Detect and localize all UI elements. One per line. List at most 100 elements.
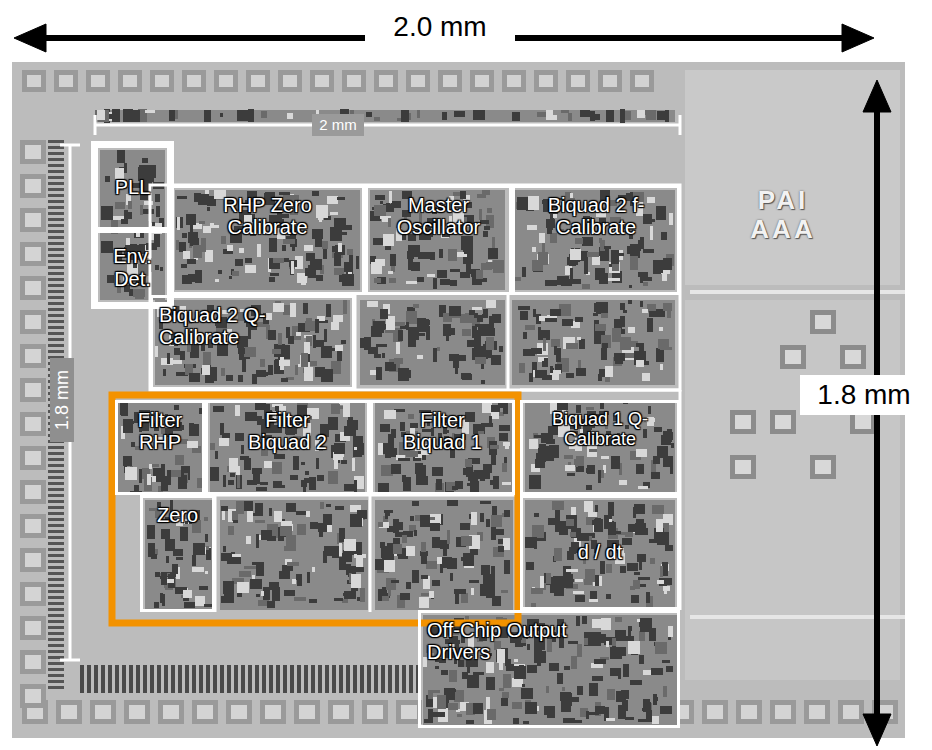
circuit-detail	[400, 422, 405, 431]
circuit-detail	[382, 596, 389, 601]
bond-pad	[158, 700, 184, 724]
circuit-detail	[533, 309, 536, 317]
circuit-detail	[543, 338, 546, 351]
circuit-detail	[310, 361, 317, 366]
circuit-texture	[20, 70, 905, 725]
circuit-detail	[487, 709, 496, 720]
circuit-detail	[532, 525, 544, 538]
circuit-detail	[490, 480, 499, 485]
circuit-detail	[393, 544, 402, 554]
circuit-detail	[473, 672, 484, 675]
circuit-detail	[334, 268, 344, 275]
bond-pad	[219, 75, 233, 87]
circuit-detail	[228, 526, 234, 535]
circuit-detail	[411, 262, 420, 271]
circuit-detail	[192, 567, 204, 572]
bond-pad	[283, 75, 297, 87]
circuit-detail	[156, 206, 160, 217]
circuit-detail	[149, 464, 152, 469]
circuit-detail	[193, 245, 202, 258]
circuit-detail	[210, 225, 219, 228]
circuit-detail	[475, 357, 486, 364]
bond-pad	[775, 415, 791, 429]
circuit-detail	[628, 300, 632, 304]
bond-pad	[845, 350, 861, 364]
circuit-detail	[437, 347, 440, 351]
circuit-detail	[584, 261, 588, 274]
circuit-detail	[295, 365, 298, 375]
metal-trace	[48, 590, 64, 593]
circuit-detail	[256, 534, 259, 548]
circuit-detail	[590, 591, 597, 601]
circuit-detail	[349, 255, 353, 265]
bond-pad	[809, 705, 825, 719]
circuit-detail	[513, 718, 519, 724]
bond-pad	[815, 315, 831, 329]
circuit-detail	[599, 620, 606, 628]
circuit-detail	[566, 373, 574, 378]
circuit-detail	[498, 546, 504, 552]
metal-trace	[108, 665, 112, 693]
bond-pad	[90, 700, 116, 724]
circuit-detail	[339, 557, 346, 570]
circuit-detail	[412, 501, 419, 506]
circuit-detail	[398, 368, 409, 381]
circuit-detail	[101, 241, 113, 252]
metal-trace	[199, 665, 203, 693]
circuit-detail	[628, 524, 638, 532]
circuit-detail	[189, 373, 200, 382]
bond-pad	[25, 417, 41, 431]
metal-trace	[48, 584, 64, 587]
circuit-detail	[593, 632, 601, 646]
circuit-detail	[527, 225, 537, 230]
circuit-detail	[566, 515, 577, 529]
circuit-detail	[322, 241, 328, 249]
circuit-detail	[396, 340, 400, 354]
circuit-detail	[610, 668, 621, 676]
circuit-detail	[592, 256, 600, 265]
circuit-detail	[546, 439, 555, 444]
metal-trace	[48, 518, 64, 521]
circuit-detail	[525, 537, 537, 548]
circuit-detail	[484, 226, 490, 230]
circuit-detail	[636, 449, 647, 457]
circuit-detail	[419, 597, 429, 608]
circuit-detail	[486, 300, 496, 308]
circuit-detail	[493, 547, 504, 557]
circuit-detail	[563, 574, 573, 588]
bond-pad	[443, 75, 457, 87]
circuit-detail	[179, 242, 186, 252]
circuit-detail	[269, 582, 279, 590]
circuit-detail	[525, 702, 537, 714]
bond-pad	[730, 410, 756, 434]
metal-trace	[48, 218, 64, 221]
circuit-detail	[381, 548, 392, 558]
circuit-detail	[244, 566, 256, 569]
circuit-detail	[602, 343, 608, 348]
metal-trace	[325, 665, 329, 693]
circuit-detail	[335, 345, 343, 351]
circuit-detail	[527, 644, 530, 650]
circuit-detail	[565, 465, 575, 471]
bond-pad	[785, 350, 801, 364]
circuit-detail	[401, 110, 409, 122]
circuit-detail	[552, 445, 559, 458]
circuit-detail	[642, 309, 648, 313]
circuit-detail	[643, 528, 648, 535]
circuit-detail	[394, 358, 403, 364]
circuit-detail	[595, 505, 598, 512]
circuit-detail	[529, 439, 538, 449]
metal-trace	[48, 236, 64, 239]
metal-trace	[213, 665, 217, 693]
circuit-detail	[514, 659, 518, 662]
circuit-detail	[154, 602, 159, 608]
metal-trace	[48, 344, 64, 347]
circuit-detail	[161, 480, 168, 491]
metal-trace	[94, 665, 98, 693]
circuit-detail	[658, 339, 669, 349]
circuit-detail	[534, 435, 542, 438]
metal-trace	[48, 164, 64, 167]
circuit-detail	[213, 406, 224, 412]
circuit-detail	[203, 226, 211, 233]
circuit-detail	[625, 717, 634, 720]
